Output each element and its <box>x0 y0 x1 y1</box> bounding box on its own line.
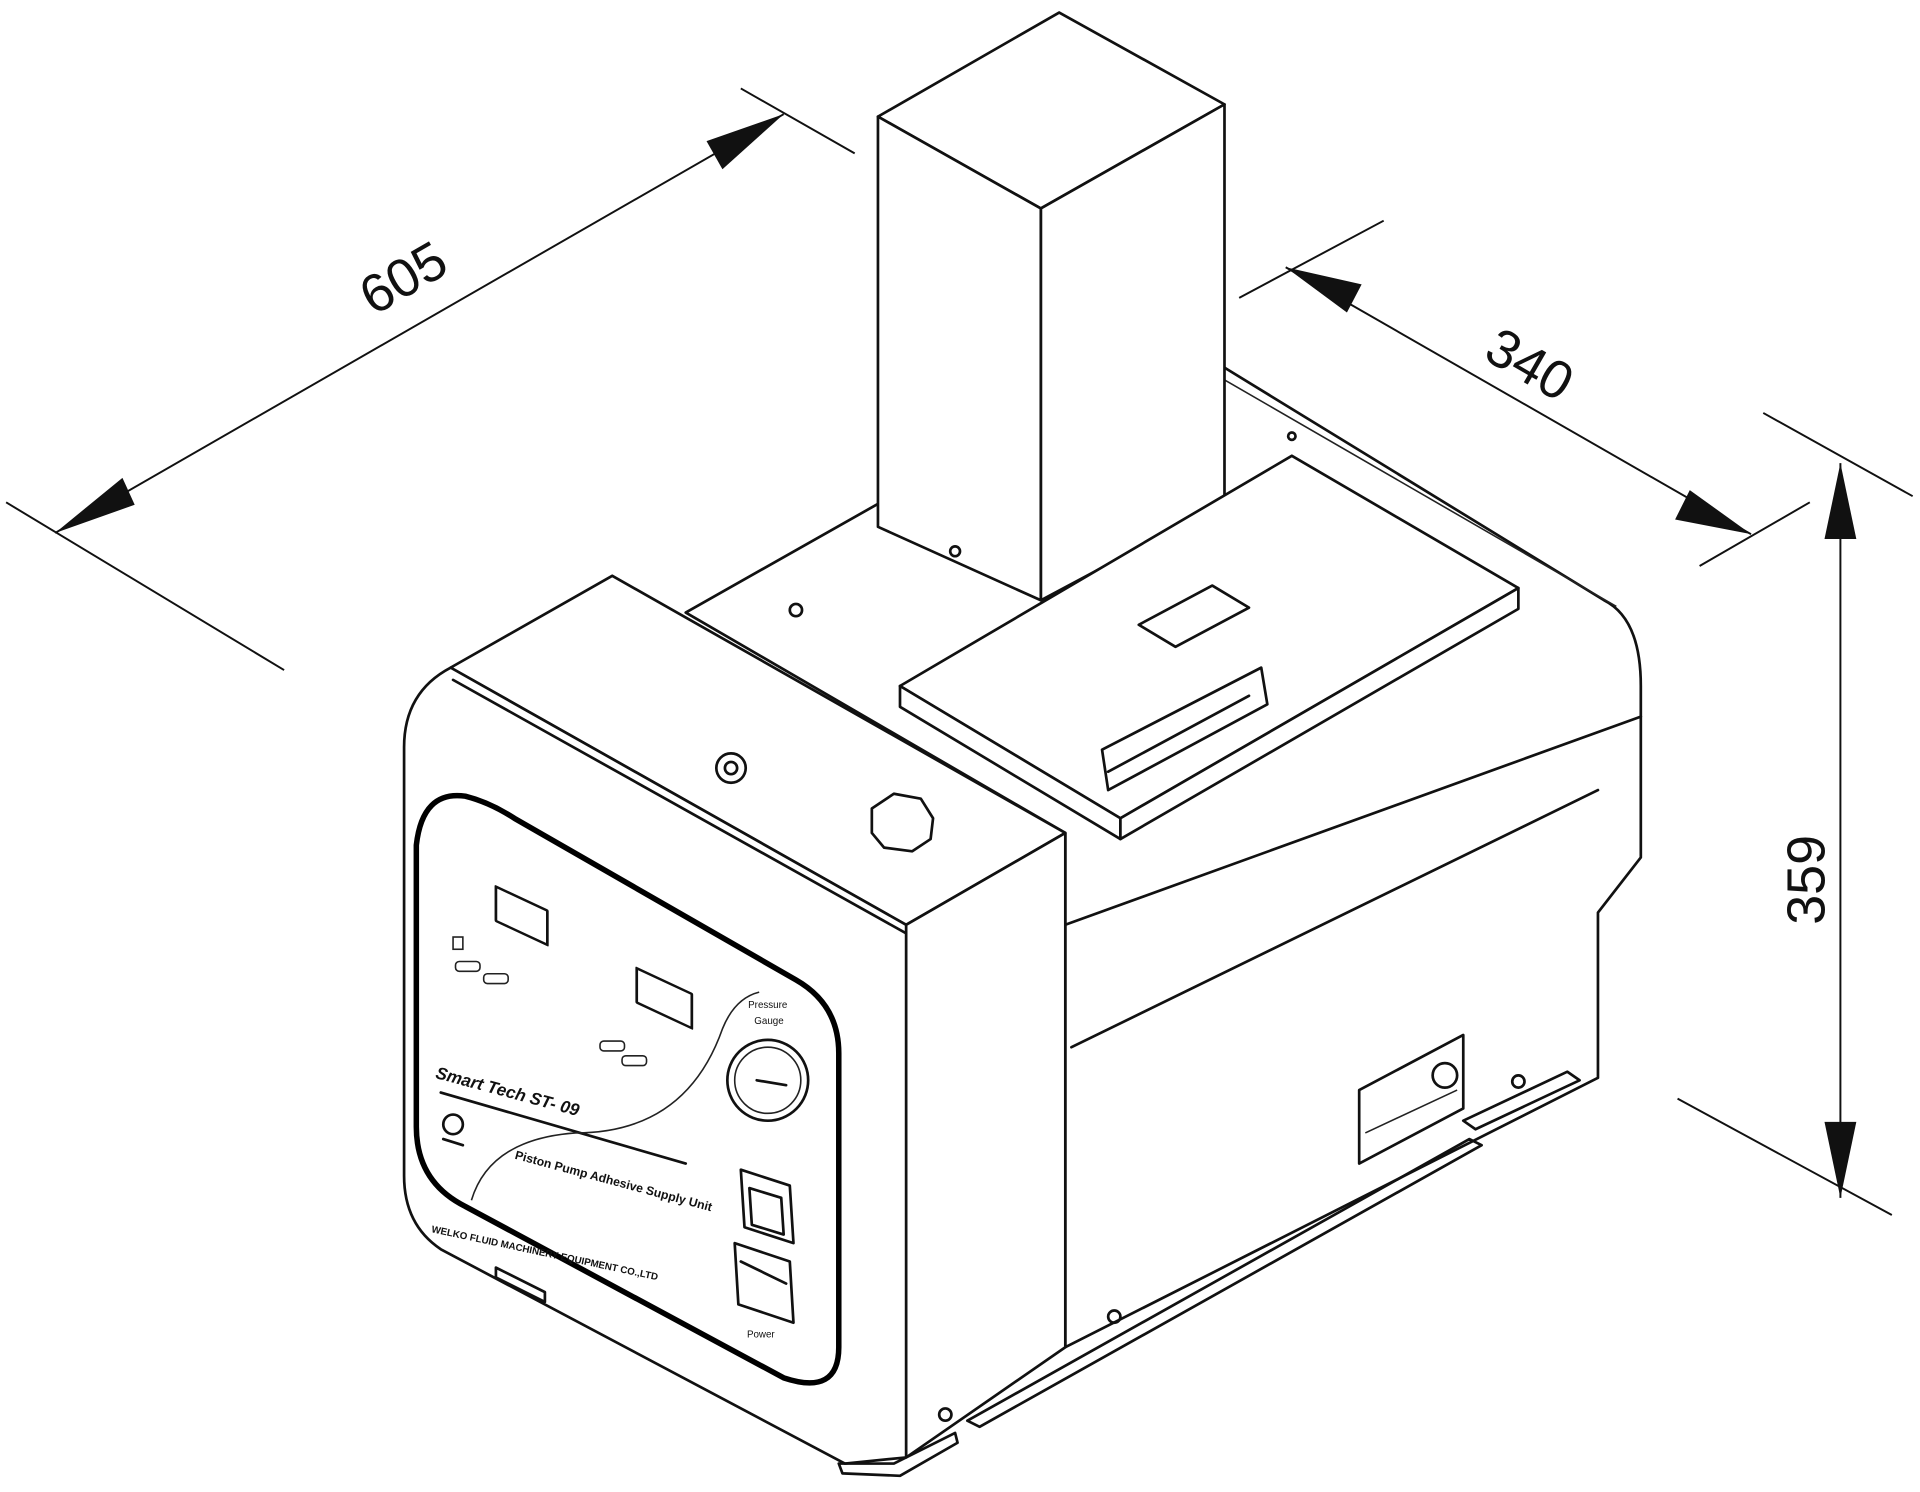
base-rail <box>966 1137 1483 1429</box>
hopper-lid <box>898 454 1520 841</box>
pressure-gauge <box>726 1038 810 1123</box>
arrow-head-bottom <box>1824 1121 1857 1198</box>
dimension-605: 605 <box>5 87 856 671</box>
temperature-display-2 <box>635 966 694 1030</box>
pressure-knob[interactable] <box>870 792 935 853</box>
temperature-display-1 <box>494 885 549 947</box>
warning-label <box>1137 584 1251 649</box>
arrow-head-top <box>1824 463 1857 540</box>
heater-switch[interactable] <box>739 1168 795 1245</box>
arrow-head-right <box>706 114 784 170</box>
dimension-359: 359 <box>1677 412 1914 1216</box>
arrow-head-left <box>55 477 135 533</box>
indicator-lamp <box>714 752 748 785</box>
welko-logo <box>441 1113 465 1147</box>
gauge-label-gauge: Gauge <box>754 1016 783 1027</box>
control-box: Pressure Gauge Power Smart Tech ST- 09 P… <box>402 574 1067 1478</box>
rear-fitting <box>1357 1033 1465 1165</box>
hopper-tower <box>876 11 1226 602</box>
arrow-head-left <box>1285 267 1362 313</box>
dimension-label-width: 340 <box>1476 316 1584 413</box>
power-switch[interactable] <box>733 1241 795 1325</box>
lid-handle <box>1100 666 1269 792</box>
dimension-label-height: 359 <box>1776 835 1836 925</box>
gauge-label-pressure: Pressure <box>748 1000 787 1011</box>
front-panel <box>413 792 842 1386</box>
power-label: Power <box>747 1329 775 1340</box>
